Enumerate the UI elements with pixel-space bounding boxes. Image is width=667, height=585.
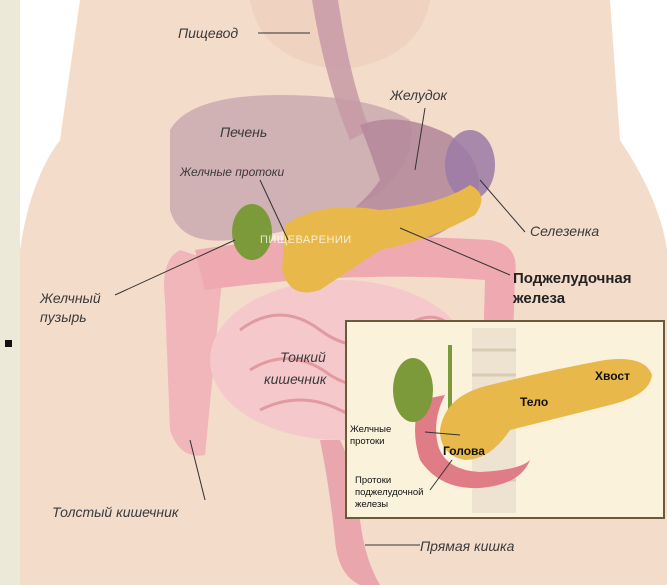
inset-gallbladder bbox=[393, 358, 433, 422]
bullet-marker bbox=[5, 340, 12, 347]
inset-label-head: Голова bbox=[443, 444, 485, 458]
label-gallbladder-line2: пузырь bbox=[40, 309, 87, 325]
label-esophagus: Пищевод bbox=[178, 25, 238, 41]
inset-label-pancreatic-ducts-line1: Протоки bbox=[355, 475, 391, 486]
pancreas-inset: Хвост Тело Голова Желчные протоки Проток… bbox=[346, 321, 664, 518]
label-rectum: Прямая кишка bbox=[420, 538, 515, 554]
label-small-intestine-line1: Тонкий bbox=[280, 349, 326, 365]
label-small-intestine-line2: кишечник bbox=[264, 371, 328, 387]
inset-label-pancreatic-ducts-line3: железы bbox=[355, 499, 388, 510]
watermark-text: ПИЩЕВАРЕНИИ bbox=[260, 234, 352, 246]
label-large-intestine: Толстый кишечник bbox=[52, 504, 180, 520]
label-gallbladder-line1: Желчный bbox=[39, 290, 101, 306]
label-pancreas-line1: Поджелудочная bbox=[513, 270, 632, 287]
inset-label-pancreatic-ducts-line2: поджелудочной bbox=[355, 487, 423, 498]
label-spleen: Селезенка bbox=[530, 223, 599, 239]
inset-label-body: Тело bbox=[520, 395, 548, 409]
label-liver: Печень bbox=[220, 124, 267, 140]
label-pancreas-line2: железа bbox=[512, 290, 566, 307]
inset-label-tail: Хвост bbox=[595, 369, 630, 383]
inset-label-bile-ducts-line2: протоки bbox=[350, 436, 385, 447]
anatomy-illustration: ПИЩЕВАРЕНИИ Пищевод Желудок Печень Желчн… bbox=[20, 0, 667, 585]
inset-label-bile-ducts-line1: Желчные bbox=[350, 424, 391, 435]
label-stomach: Желудок bbox=[389, 87, 448, 103]
label-bile-ducts: Желчные протоки bbox=[179, 165, 284, 179]
digestive-system-figure: ПИЩЕВАРЕНИИ Пищевод Желудок Печень Желчн… bbox=[20, 0, 667, 585]
gallbladder-organ bbox=[232, 204, 272, 260]
